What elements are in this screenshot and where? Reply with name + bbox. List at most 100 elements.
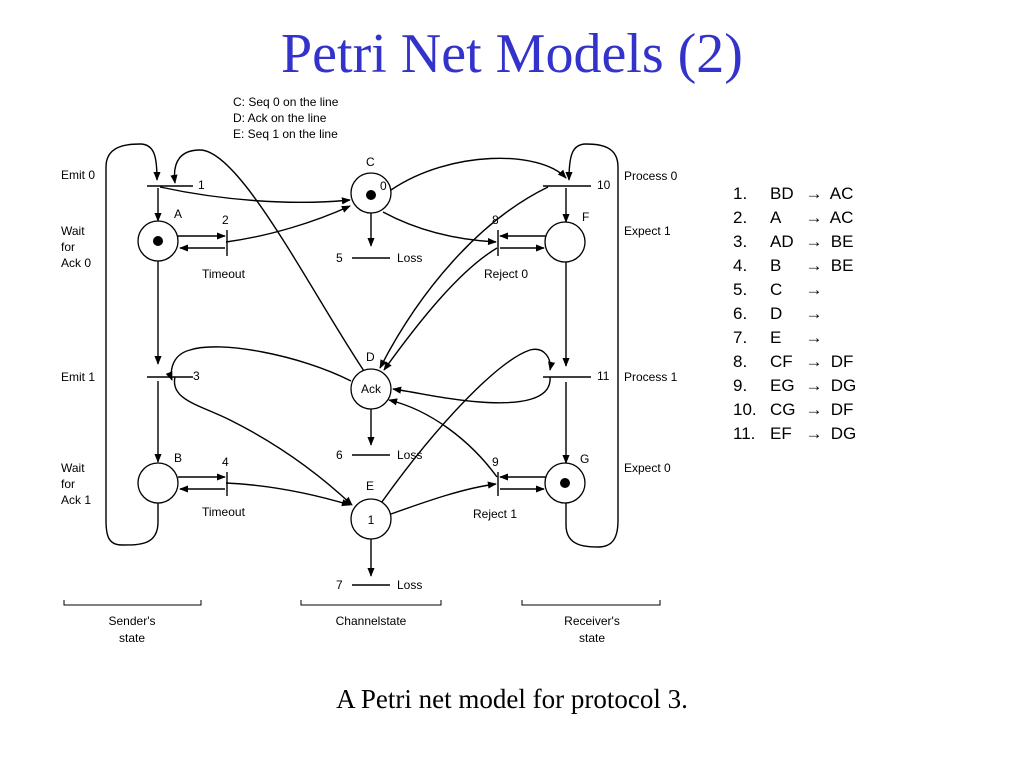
arc: [565, 143, 619, 548]
rule-item: 3.AD→ BE: [733, 230, 856, 254]
arc: [173, 376, 353, 506]
label-wait-ack-1: Ack 1: [61, 493, 91, 507]
rule-to: DG: [830, 376, 857, 395]
rule-from: EF: [770, 424, 792, 443]
legend-line: D: Ack on the line: [233, 111, 327, 125]
rule-item: 6. D →: [733, 302, 856, 326]
arc: [105, 143, 161, 546]
rule-item: 11. EF → DG: [733, 422, 856, 446]
label-reject-1: Reject 1: [473, 507, 517, 521]
place-label-a: A: [174, 207, 182, 221]
arc: [225, 205, 351, 243]
legend-line: E: Seq 1 on the line: [233, 127, 338, 141]
arc: [165, 346, 352, 382]
label-wait-ack-1: Wait: [61, 461, 85, 475]
transitions: [147, 185, 591, 586]
rule-from: BD: [770, 184, 794, 203]
arc: [378, 348, 556, 507]
group-labels: Sender's state Channelstate Receiver's s…: [109, 614, 620, 645]
rule-number: 5.: [733, 280, 748, 299]
transition-number: 4: [222, 455, 229, 469]
place-label-d: D: [366, 350, 375, 364]
group-braces: [63, 600, 661, 606]
arrow-icon: →: [805, 376, 823, 395]
rule-to: BE: [830, 256, 854, 275]
transition-number: 11: [597, 369, 610, 383]
group-label-receiver: Receiver's: [564, 614, 620, 628]
arc: [390, 157, 567, 191]
label-loss: Loss: [397, 448, 422, 462]
label-process-1: Process 1: [624, 370, 678, 384]
rule-number: 11.: [733, 424, 756, 443]
arrow-icon: →: [805, 424, 823, 443]
rule-to: DF: [830, 400, 854, 419]
rule-number: 10.: [733, 400, 757, 419]
brace-receiver: [521, 600, 661, 606]
label-wait-ack-0: Ack 0: [61, 256, 91, 270]
rule-number: 3.: [733, 232, 748, 251]
group-label-channel: Channelstate: [336, 614, 407, 628]
state-labels: Emit 0 Wait for Ack 0 Emit 1 Wait for Ac…: [61, 168, 678, 592]
label-timeout: Timeout: [202, 505, 246, 519]
rule-from: C: [770, 280, 783, 299]
arc: [392, 376, 551, 404]
label-expect-1: Expect 1: [624, 224, 671, 238]
label-timeout: Timeout: [202, 267, 246, 281]
transition-number: 10: [597, 178, 611, 192]
token-dot: [366, 190, 376, 200]
rule-from: D: [770, 304, 783, 323]
rule-number: 6.: [733, 304, 748, 323]
place-e: [350, 498, 392, 540]
diagram-legend: C: Seq 0 on the line D: Ack on the line …: [233, 95, 339, 141]
arc: [170, 149, 365, 372]
arrow-icon: →: [805, 352, 823, 371]
rule-number: 9.: [733, 376, 748, 395]
rule-number: 7.: [733, 328, 748, 347]
rule-number: 2.: [733, 208, 748, 227]
arc: [159, 186, 351, 205]
rule-to: DG: [830, 424, 857, 443]
arc: [382, 211, 497, 246]
label-loss: Loss: [397, 251, 422, 265]
arrow-icon: →: [805, 400, 823, 419]
arrow-icon: →: [805, 328, 823, 347]
arrow-icon: →: [805, 256, 823, 275]
rule-to: DF: [830, 352, 854, 371]
place-labels: A B C 0 D Ack E 1 F G: [174, 155, 589, 527]
rule-item: 7.E→: [733, 326, 856, 350]
rule-from: CG: [770, 400, 796, 419]
legend-line: C: Seq 0 on the line: [233, 95, 339, 109]
label-wait-ack-1: for: [61, 477, 75, 491]
arc: [383, 247, 498, 371]
label-reject-0: Reject 0: [484, 267, 528, 281]
transition-number: 5: [336, 251, 343, 265]
token-dot: [153, 236, 163, 246]
label-emit-1: Emit 1: [61, 370, 95, 384]
place-inner-e: 1: [368, 513, 375, 527]
label-emit-0: Emit 0: [61, 168, 95, 182]
token-dot: [560, 478, 570, 488]
transition-number: 7: [336, 578, 343, 592]
place-label-e: E: [366, 479, 374, 493]
group-label-receiver: state: [579, 631, 605, 645]
rule-item: 9. EG → DG: [733, 374, 856, 398]
place-inner-c: 0: [380, 179, 387, 193]
rule-item: 4.B→ BE: [733, 254, 856, 278]
rule-number: 8.: [733, 352, 748, 371]
transition-number: 9: [492, 455, 499, 469]
arrow-icon: →: [805, 208, 823, 227]
places: [137, 172, 586, 540]
rule-from: EG: [770, 376, 795, 395]
firing-rules-list: 1.BD→ AC 2.A→ AC 3.AD→ BE 4.B→ BE 5.C→ 6…: [733, 182, 856, 446]
brace-sender: [63, 600, 202, 606]
arc: [390, 481, 497, 515]
label-wait-ack-0: for: [61, 240, 75, 254]
arcs: [105, 143, 619, 577]
place-label-f: F: [582, 210, 589, 224]
place-d: [350, 368, 392, 410]
place-label-g: G: [580, 452, 589, 466]
brace-channel: [300, 600, 442, 606]
label-loss: Loss: [397, 578, 422, 592]
transition-number: 8: [492, 213, 499, 227]
arrow-icon: →: [805, 304, 823, 323]
